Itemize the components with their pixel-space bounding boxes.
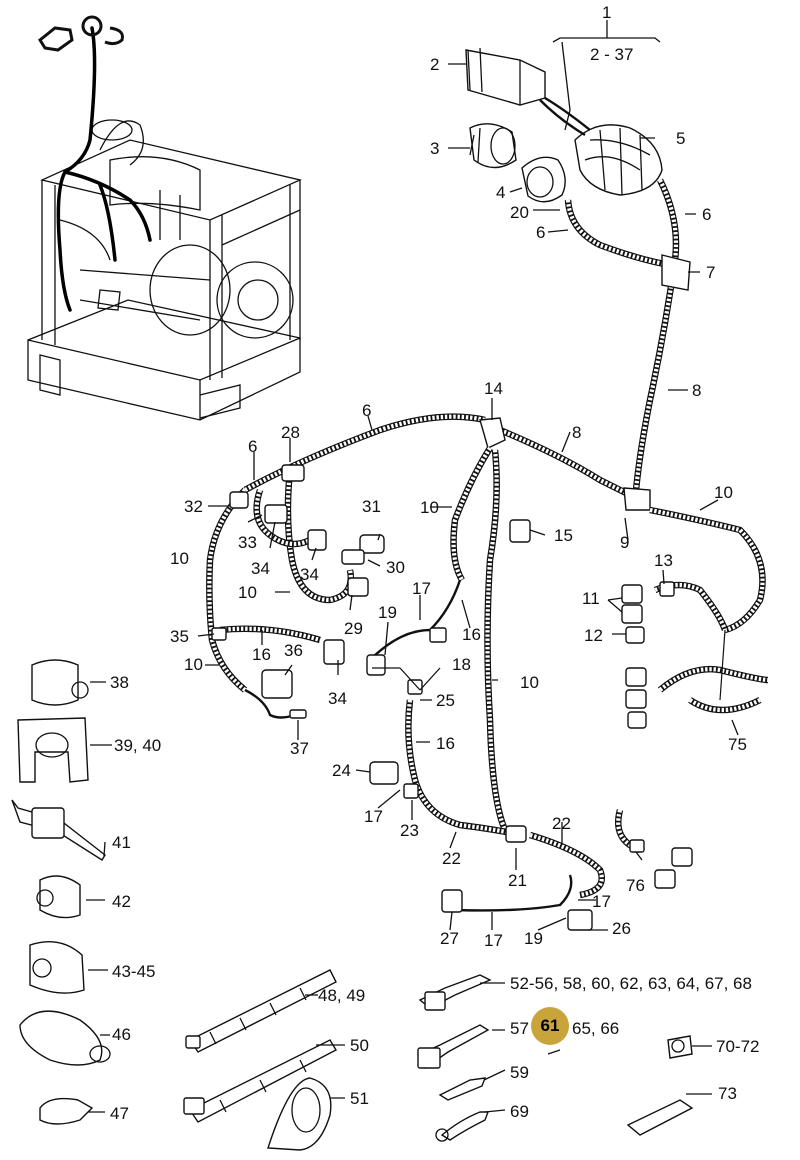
callout-34: 34 bbox=[251, 559, 270, 578]
upper-connector-group bbox=[465, 20, 663, 203]
callout-29: 29 bbox=[344, 619, 363, 638]
callout-75: 75 bbox=[728, 735, 747, 754]
callout-59: 59 bbox=[510, 1063, 529, 1082]
callout-41: 41 bbox=[112, 833, 131, 852]
callout-42: 42 bbox=[112, 892, 131, 911]
callout-32: 32 bbox=[184, 497, 203, 516]
callout-16: 16 bbox=[436, 734, 455, 753]
callout-10: 10 bbox=[170, 549, 189, 568]
callout-22: 22 bbox=[442, 849, 461, 868]
callout-17: 17 bbox=[364, 807, 383, 826]
callout-7: 7 bbox=[706, 263, 716, 282]
callout-1: 1 bbox=[602, 3, 612, 22]
clip-parts bbox=[11, 659, 111, 1125]
callout-76: 76 bbox=[626, 876, 645, 895]
callout-10: 10 bbox=[420, 498, 439, 517]
callout-26: 26 bbox=[612, 919, 631, 938]
callout-19: 19 bbox=[524, 929, 543, 948]
callout-13: 13 bbox=[654, 551, 673, 570]
harness-wires bbox=[206, 178, 769, 912]
callout-28: 28 bbox=[281, 423, 300, 442]
callout-70-72: 70-72 bbox=[716, 1037, 760, 1056]
callout-10: 10 bbox=[238, 583, 257, 602]
callout-21: 21 bbox=[508, 871, 527, 890]
callout-10: 10 bbox=[520, 673, 539, 692]
callout-22: 22 bbox=[552, 814, 571, 833]
callout-25: 25 bbox=[436, 691, 455, 710]
leader-lines bbox=[86, 63, 739, 1113]
callout-57: 57 bbox=[510, 1019, 529, 1038]
callout-6: 6 bbox=[702, 205, 712, 224]
callout-33: 33 bbox=[238, 533, 257, 552]
callout-46: 46 bbox=[112, 1025, 131, 1044]
callout-35: 35 bbox=[170, 627, 189, 646]
callout-51: 51 bbox=[350, 1089, 369, 1108]
callout-10: 10 bbox=[184, 655, 203, 674]
callout-30: 30 bbox=[386, 558, 405, 577]
harness-connectors bbox=[211, 464, 693, 931]
callout-9: 9 bbox=[620, 533, 630, 552]
callout-11: 11 bbox=[582, 589, 600, 608]
callout-8: 8 bbox=[692, 381, 702, 400]
callout-34: 34 bbox=[300, 565, 319, 584]
callout-23: 23 bbox=[400, 821, 419, 840]
callout-12: 12 bbox=[584, 626, 603, 645]
callout-8: 8 bbox=[572, 423, 582, 442]
callout-14: 14 bbox=[484, 379, 503, 398]
callout-18: 18 bbox=[452, 655, 471, 674]
callout-10: 10 bbox=[714, 483, 733, 502]
callout-31: 31 bbox=[362, 497, 381, 516]
callout-69: 69 bbox=[510, 1102, 529, 1121]
callout-5: 5 bbox=[676, 129, 686, 148]
callout-38: 38 bbox=[110, 673, 129, 692]
callout-2-37: 2 - 37 bbox=[590, 45, 634, 64]
callout-24: 24 bbox=[332, 761, 351, 780]
callout-4: 4 bbox=[496, 183, 506, 202]
callout-6: 6 bbox=[248, 437, 258, 456]
callout-3: 3 bbox=[430, 139, 440, 158]
callout-43-45: 43-45 bbox=[112, 962, 156, 981]
callout-52-68: 52-56, 58, 60, 62, 63, 64, 67, 68 bbox=[510, 974, 752, 993]
callout-15: 15 bbox=[554, 526, 573, 545]
callout-17: 17 bbox=[412, 579, 431, 598]
callout-48-49: 48, 49 bbox=[318, 986, 366, 1005]
callout-16: 16 bbox=[252, 645, 271, 664]
callout-2: 2 bbox=[430, 55, 440, 74]
callout-6: 6 bbox=[536, 223, 546, 242]
callout-27: 27 bbox=[440, 929, 459, 948]
callout-50: 50 bbox=[350, 1036, 369, 1055]
callout-36: 36 bbox=[284, 641, 303, 660]
callout-16: 16 bbox=[462, 625, 481, 644]
callout-6: 6 bbox=[362, 401, 372, 420]
callout-17: 17 bbox=[592, 892, 611, 911]
callout-37: 37 bbox=[290, 739, 309, 758]
highlighted-callout-61[interactable]: 61 bbox=[531, 1007, 569, 1045]
callout-65-66: 65, 66 bbox=[572, 1019, 620, 1038]
engine-illustration bbox=[27, 15, 303, 421]
callout-47: 47 bbox=[110, 1104, 129, 1123]
callout-73: 73 bbox=[718, 1084, 737, 1103]
callout-20: 20 bbox=[510, 203, 529, 222]
callout-39-40: 39, 40 bbox=[114, 736, 162, 755]
bottom-parts bbox=[183, 969, 694, 1151]
callout-17: 17 bbox=[484, 931, 503, 950]
callout-19: 19 bbox=[378, 603, 397, 622]
callout-34: 34 bbox=[328, 689, 347, 708]
